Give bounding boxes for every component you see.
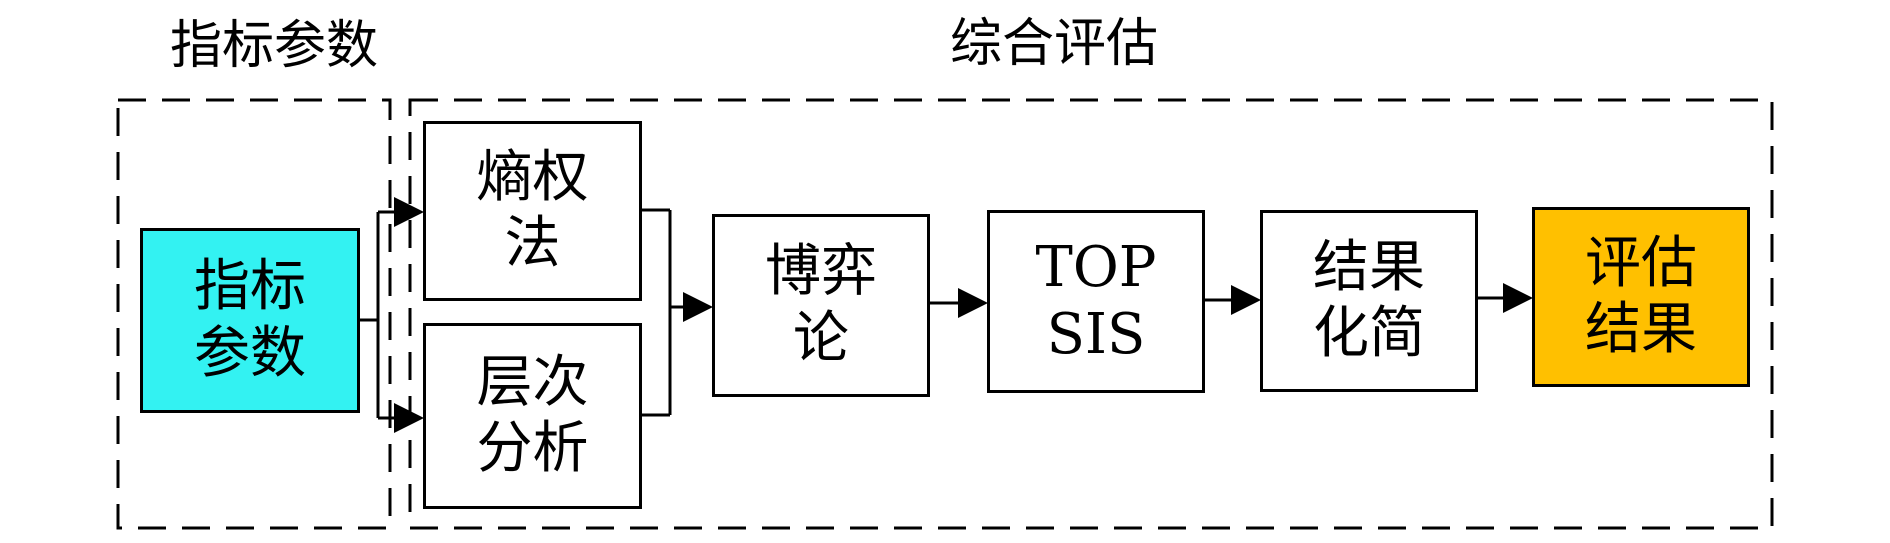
input-group-boundary	[116, 98, 392, 530]
result-simplify-line2: 化简	[1313, 301, 1425, 366]
game-theory-node: 博弈 论	[712, 214, 930, 397]
evaluation-result-node: 评估 结果	[1532, 207, 1750, 387]
ahp-line2: 分析	[476, 416, 589, 481]
indicator-params-node: 指标 参数	[140, 228, 360, 413]
evaluation-result-line1: 评估	[1585, 230, 1697, 296]
game-theory-line2: 论	[793, 305, 849, 371]
entropy-weight-line2: 法	[504, 211, 561, 276]
ahp-node: 层次 分析	[423, 323, 642, 509]
entropy-weight-node: 熵权 法	[423, 121, 642, 301]
result-simplify-node: 结果 化简	[1260, 210, 1478, 392]
game-theory-line1: 博弈	[765, 239, 877, 305]
indicator-params-line2: 参数	[194, 320, 306, 386]
input-group-title: 指标参数	[170, 16, 379, 76]
topsis-line2: SIS	[1046, 301, 1146, 367]
indicator-params-line1: 指标	[194, 254, 306, 320]
result-simplify-line1: 结果	[1313, 234, 1425, 300]
merge-connector	[642, 208, 672, 417]
evaluation-result-line2: 结果	[1585, 297, 1697, 362]
evaluation-group-boundary	[408, 98, 1774, 530]
evaluation-group-title: 综合评估	[950, 14, 1159, 74]
ahp-line1: 层次	[476, 349, 589, 415]
entropy-weight-line1: 熵权	[476, 144, 589, 210]
topsis-node: TOP SIS	[987, 210, 1205, 393]
split-connector	[360, 212, 380, 418]
topsis-line1: TOP	[1035, 235, 1157, 301]
